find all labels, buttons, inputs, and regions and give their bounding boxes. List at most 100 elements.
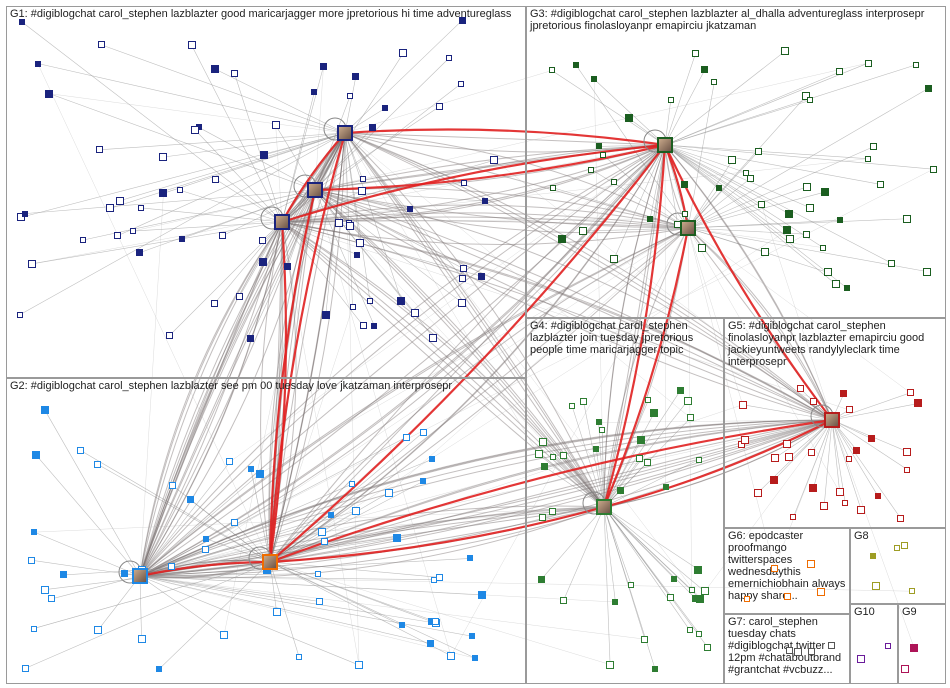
edge-line [388, 227, 689, 493]
edge-line [344, 132, 701, 599]
edge-curve [281, 132, 346, 223]
node-g1 [349, 304, 356, 311]
edge-line [603, 458, 641, 508]
node-g3 [888, 259, 896, 267]
group-label-g8: G8 [854, 530, 869, 542]
edge-line [664, 144, 934, 170]
edge-line [603, 155, 689, 229]
edge-line [831, 419, 862, 511]
node-g5 [846, 456, 853, 463]
node-g5 [753, 489, 762, 498]
node-g2 [446, 651, 455, 660]
node-g3 [823, 268, 832, 277]
edge-curve [269, 144, 666, 563]
edge-line [139, 575, 472, 637]
node-g1 [130, 228, 137, 235]
edge-line [664, 144, 678, 225]
edge-curve [139, 506, 605, 577]
edge-line [139, 573, 318, 577]
edge-line [169, 189, 316, 336]
edge-line [229, 144, 666, 463]
edge-curve [139, 144, 666, 577]
edge-curve [281, 221, 833, 421]
node-g4 [691, 594, 699, 602]
node-g3 [820, 244, 827, 251]
edge-line [831, 419, 901, 519]
group-label-g2: G2: #digiblogchat carol_stephen lazblazt… [10, 380, 453, 392]
edge-line [761, 204, 833, 421]
edge-curve [603, 419, 833, 508]
edge-line [344, 132, 371, 301]
node-g3 [844, 285, 851, 292]
group-panel-g8: G8 [850, 528, 946, 604]
edge-curve [139, 419, 833, 577]
node-g4 [537, 575, 545, 583]
edge-line [269, 404, 743, 563]
node-g5 [796, 385, 804, 393]
edge-line [269, 481, 424, 563]
node-g7 [785, 647, 793, 655]
edge-curve [269, 506, 605, 563]
edge-curve [344, 132, 605, 508]
node-g3 [558, 234, 567, 243]
edge-line [139, 575, 476, 659]
edge-curve [344, 132, 605, 508]
edge-line [269, 561, 436, 622]
edge-line [664, 52, 696, 146]
edge-line [741, 419, 833, 445]
edge-curve [603, 144, 666, 508]
hub-avatar [680, 220, 696, 236]
edge-line [37, 63, 346, 134]
node-g1 [18, 18, 25, 25]
edge-curve [269, 227, 689, 563]
node-g1 [219, 232, 227, 240]
node-g1 [371, 322, 378, 329]
edge-line [583, 227, 689, 232]
edge-line [540, 506, 605, 580]
node-g8 [870, 552, 877, 559]
edge-curve [281, 212, 689, 229]
node-g5 [904, 466, 911, 473]
node-g3 [550, 184, 557, 191]
node-g3 [572, 61, 579, 68]
node-g2 [247, 465, 254, 472]
node-g3 [757, 201, 765, 209]
edge-line [575, 64, 689, 229]
edge-line [49, 93, 346, 134]
edge-line [603, 506, 632, 586]
edge-line [250, 468, 271, 563]
edge-line [314, 189, 416, 314]
edge-line [269, 561, 277, 612]
edge-line [269, 561, 611, 665]
edge-line [603, 440, 642, 508]
edge-line [250, 468, 271, 563]
edge-curve [269, 227, 689, 563]
edge-line [664, 144, 881, 185]
node-g1 [98, 41, 106, 49]
edge-curve [281, 144, 666, 223]
hub-avatar [824, 412, 840, 428]
edge-curve [139, 144, 666, 577]
node-g1 [236, 292, 244, 300]
edge-curve [281, 144, 666, 223]
node-g1 [191, 126, 200, 135]
node-g1 [159, 189, 168, 198]
node-g4 [695, 456, 702, 463]
edge-line [603, 506, 611, 665]
node-g2 [60, 571, 68, 579]
node-g3 [611, 179, 618, 186]
edge-line [163, 132, 346, 194]
node-g4 [704, 643, 712, 651]
edge-line [664, 144, 790, 240]
node-g5 [867, 435, 875, 443]
edge-line [215, 68, 346, 134]
node-g2 [477, 590, 486, 599]
edge-curve [139, 505, 605, 577]
node-g3 [785, 209, 794, 218]
node-g1 [116, 196, 125, 205]
node-g2 [255, 469, 264, 478]
node-g2 [296, 654, 303, 661]
node-g4 [539, 438, 548, 447]
edge-line [687, 227, 911, 394]
node-g2 [398, 622, 405, 629]
